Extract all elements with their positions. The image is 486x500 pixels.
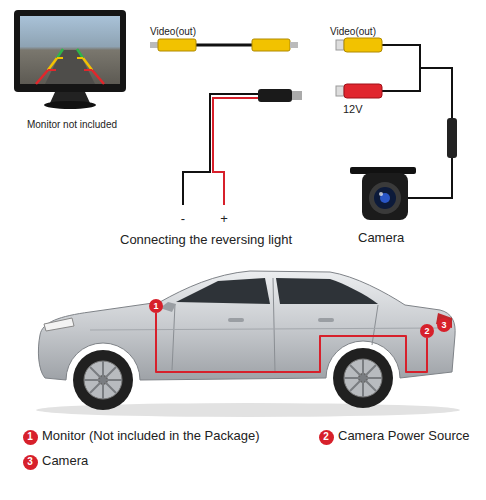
- rca-cable: [290, 42, 298, 48]
- callout-number: 3: [437, 318, 451, 332]
- camera-picture: [350, 167, 416, 220]
- car-picture: [84, 361, 122, 399]
- car-picture: [318, 318, 334, 322]
- car-picture: [344, 359, 382, 397]
- voltage-label: 12V: [343, 103, 363, 116]
- signal-label: Video(out): [330, 26, 376, 38]
- camera-picture: [362, 173, 408, 220]
- rca-cable: [196, 44, 252, 47]
- monitor-picture: [36, 70, 48, 84]
- callout-text: 2: [424, 327, 429, 336]
- camera-cable: [336, 40, 344, 50]
- monitor-picture: [92, 70, 104, 84]
- rca-cable: [150, 39, 298, 51]
- camera-picture: [369, 182, 401, 214]
- car-picture: [273, 278, 275, 372]
- power-cable: [183, 89, 302, 205]
- monitor-picture: [77, 49, 83, 58]
- camera-picture: [380, 193, 390, 203]
- car-picture: [90, 328, 440, 330]
- rca-cable: [150, 42, 158, 48]
- camera-cable: [344, 84, 382, 98]
- key-text: Camera: [42, 454, 88, 469]
- car-picture: [372, 305, 378, 345]
- monitor-picture: [84, 69, 92, 71]
- pin-label: -: [181, 212, 185, 227]
- callout-number: 1: [149, 299, 163, 313]
- monitor-picture: [14, 10, 126, 92]
- car-picture: [228, 318, 244, 322]
- car-picture: [36, 271, 460, 417]
- car-picture: [176, 278, 270, 304]
- monitor-picture: [77, 57, 83, 59]
- power-cable: [258, 89, 292, 102]
- car-picture: [172, 304, 175, 370]
- callout-text: 2: [323, 432, 329, 442]
- callout-text: 3: [27, 457, 33, 467]
- callout-text: 1: [153, 302, 158, 311]
- monitor-picture: [48, 58, 57, 70]
- rca-cable: [158, 39, 196, 51]
- callout-text: 3: [441, 321, 446, 330]
- car-picture: [344, 359, 382, 397]
- callout-number: 1: [23, 430, 38, 445]
- car-picture: [84, 361, 122, 399]
- camera-cable: [336, 86, 344, 96]
- wire-route: [156, 313, 427, 372]
- car-picture: [44, 318, 74, 331]
- power-cable: [292, 91, 302, 100]
- key-text: Monitor (Not included in the Package): [42, 429, 260, 444]
- signal-label: Video(out): [150, 26, 196, 38]
- monitor-picture: [14, 10, 126, 109]
- monitor-picture: [57, 49, 63, 58]
- monitor-picture: [48, 69, 56, 71]
- camera-picture: [374, 187, 396, 209]
- wiring-note: Connecting the reversing light: [120, 233, 292, 248]
- pin-label: +: [220, 212, 228, 227]
- part-label: Camera: [358, 231, 404, 246]
- car-picture: [73, 350, 133, 410]
- monitor-picture: [83, 58, 92, 70]
- camera-cable: [344, 38, 382, 52]
- rca-cable: [252, 39, 290, 51]
- car-picture: [333, 348, 393, 408]
- note-label: Monitor not included: [27, 119, 117, 131]
- camera-picture: [379, 192, 383, 196]
- callout-number: 2: [319, 430, 334, 445]
- car-picture: [276, 278, 378, 304]
- power-cable: [213, 98, 258, 205]
- monitor-picture: [20, 16, 120, 84]
- callout-number: 2: [420, 324, 434, 338]
- camera-picture: [350, 167, 416, 174]
- monitor-picture: [45, 50, 95, 84]
- key-text: Camera Power Source: [338, 429, 470, 444]
- callout-text: 1: [27, 432, 33, 442]
- camera-cable: [447, 118, 457, 158]
- monitor-picture: [44, 101, 96, 109]
- power-cable: [183, 94, 258, 205]
- callout-number: 3: [23, 455, 38, 470]
- monitor-picture: [57, 57, 63, 59]
